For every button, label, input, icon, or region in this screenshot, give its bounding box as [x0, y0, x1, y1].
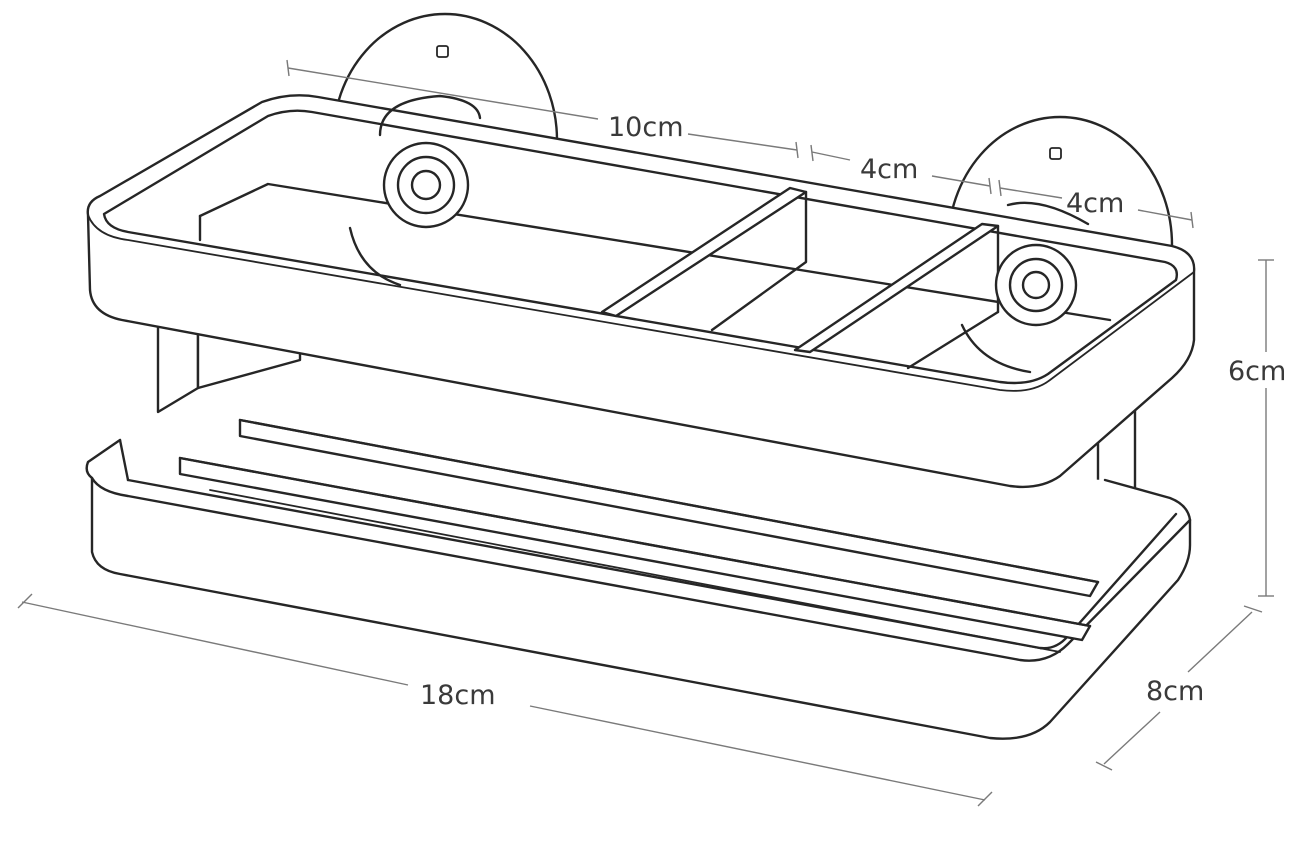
dimension-length: 18cm — [17, 593, 993, 807]
dimension-compartment-middle: 4cm — [810, 144, 992, 195]
left-suction-knob — [348, 94, 482, 287]
label-18cm: 18cm — [420, 680, 496, 711]
dimension-compartment-large: 10cm — [286, 59, 799, 159]
dimension-height: 6cm — [1228, 259, 1286, 597]
bottom-tray — [85, 418, 1192, 740]
dimension-compartment-small: 4cm — [998, 179, 1194, 229]
dimension-depth: 8cm — [1095, 605, 1263, 771]
right-suction-knob — [960, 201, 1090, 374]
label-4cm-middle: 4cm — [860, 154, 918, 185]
top-shelf — [86, 94, 1196, 489]
label-10cm: 10cm — [608, 112, 684, 143]
label-8cm: 8cm — [1146, 676, 1204, 707]
label-6cm: 6cm — [1228, 356, 1286, 387]
label-4cm-small: 4cm — [1066, 188, 1124, 219]
